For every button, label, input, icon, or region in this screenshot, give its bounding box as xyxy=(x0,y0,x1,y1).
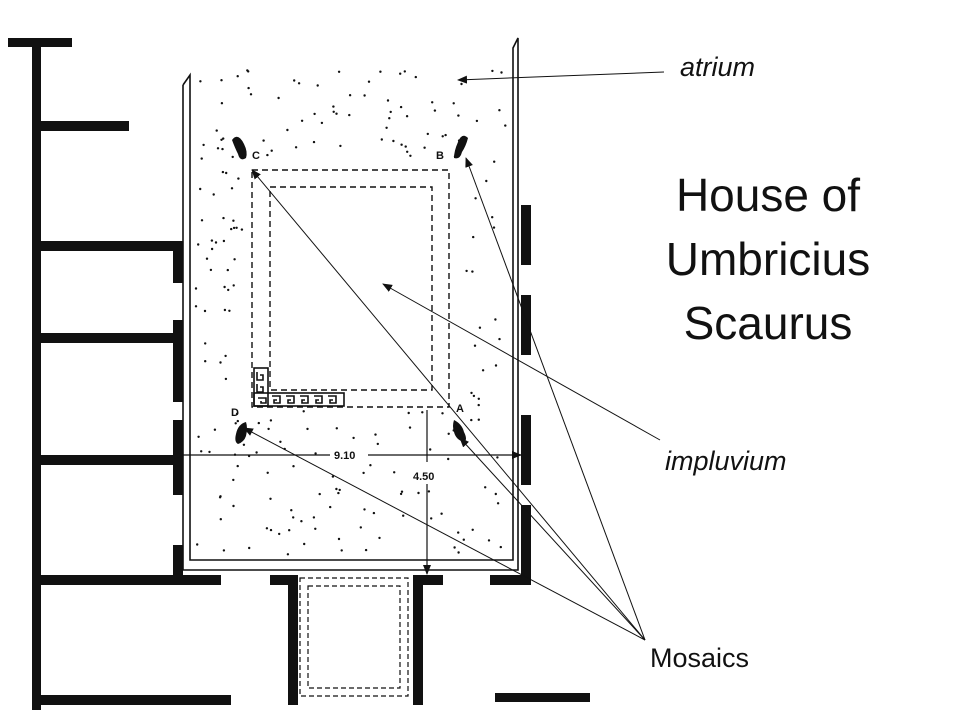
arrow-mosaic-a xyxy=(459,437,646,641)
corner-label-a: A xyxy=(456,403,464,415)
title-line-1: House of xyxy=(675,169,861,221)
corner-label-b: B xyxy=(436,150,444,162)
label-impluvium: impluvium xyxy=(665,446,787,476)
label-atrium: atrium xyxy=(680,52,756,82)
entrance-walls xyxy=(270,575,443,705)
meander-border xyxy=(253,367,345,407)
dimension-depth: 4.50 xyxy=(413,471,434,483)
atrium-floor-dots xyxy=(194,69,507,556)
atrium-outline xyxy=(182,37,519,571)
arrow-impluvium xyxy=(382,283,661,441)
corner-label-d: D xyxy=(231,407,239,419)
arrow-mosaic-b xyxy=(465,157,646,641)
mosaic-c xyxy=(232,136,247,160)
corner-label-c: C xyxy=(252,150,260,162)
callout-arrows xyxy=(243,71,665,641)
entrance-passage xyxy=(299,577,409,697)
mosaic-d xyxy=(235,422,247,444)
mosaic-b xyxy=(454,135,468,159)
right-walls xyxy=(490,205,590,702)
arrow-atrium xyxy=(457,71,665,84)
label-mosaics: Mosaics xyxy=(650,643,750,673)
arrow-mosaic-c xyxy=(251,169,646,641)
dimension-lines xyxy=(174,410,522,575)
mosaic-a xyxy=(453,420,466,442)
title-line-3: Scaurus xyxy=(683,297,853,349)
title-line-2: Umbricius xyxy=(665,233,871,285)
dimension-width: 9.10 xyxy=(334,450,355,462)
arrow-mosaic-d xyxy=(243,427,646,641)
left-walls xyxy=(8,38,231,710)
